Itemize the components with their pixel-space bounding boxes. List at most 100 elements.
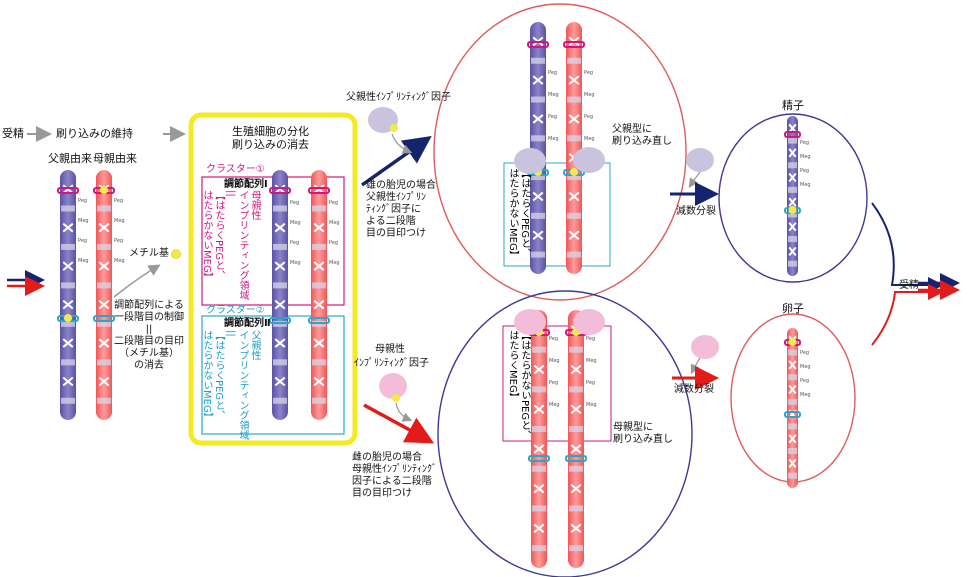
paternal-origin-label: 父親由来 xyxy=(48,152,92,165)
cluster1-text: インプリンティング領域 xyxy=(237,190,248,300)
chromosome-band xyxy=(532,346,546,353)
chromosome-band xyxy=(788,222,797,232)
chromosome-band xyxy=(788,123,797,133)
chromosome-band xyxy=(274,338,286,348)
chromosome-band xyxy=(531,212,545,219)
gene-label: Meg xyxy=(78,218,89,224)
paternal-factor-label: 父親性ｲﾝﾌﾟﾘﾝﾃｨﾝｸﾞ因子 xyxy=(346,92,451,103)
methyl-dot xyxy=(100,186,108,194)
chromosome-band xyxy=(788,246,797,257)
gene-label: Peg xyxy=(290,240,299,246)
methyl-dot xyxy=(171,249,181,259)
imprint-marker xyxy=(269,187,291,194)
chromosome-band xyxy=(313,338,325,348)
chromosome-band xyxy=(274,184,286,194)
chromosome-band xyxy=(61,359,75,366)
gene-label: Peg xyxy=(114,238,123,244)
gene-label: Peg xyxy=(329,240,338,246)
cluster2-vertical-text: 父親性 インプリンティング領域 || 【はたらくPEGと、 はたらかないMEG】 xyxy=(200,330,260,440)
methyl-label: メチル基 xyxy=(129,248,169,259)
chromosome-band xyxy=(788,423,797,430)
gene-label: Meg xyxy=(549,358,560,364)
paternal-reimprint-ellipse xyxy=(433,3,687,301)
maternal-factor-line2: ｲﾝﾌﾟﾘﾝﾃｨﾝｸﾞ因子 xyxy=(354,358,429,369)
paternal-note-line: ﾃｨﾝｸﾞ因子に xyxy=(366,204,421,215)
germ-paternal-chromosome xyxy=(272,170,288,420)
chromosome-band xyxy=(788,458,797,469)
chromosome-band xyxy=(274,299,286,310)
chromosome-band xyxy=(568,114,580,124)
gene-label: Meg xyxy=(800,392,811,398)
chromosome-band xyxy=(531,135,545,142)
left-note-line: の消去 xyxy=(134,360,164,371)
chromosome-band xyxy=(61,320,75,327)
paternal-box-line: はたらかないMEG】 xyxy=(507,168,518,261)
final-red-curve xyxy=(871,284,944,346)
imprint-marker xyxy=(784,411,801,418)
chromosome-band xyxy=(61,397,75,404)
maternal-factor-line1: 母親性 xyxy=(375,344,405,355)
chromosome-band xyxy=(788,384,797,395)
imprint-marker xyxy=(527,41,549,48)
methyl-dot xyxy=(788,206,797,214)
maternal-factor-blob xyxy=(379,373,407,399)
maternal-origin-chromosome xyxy=(96,170,112,420)
imprint-marker xyxy=(784,131,801,138)
chromosome-band xyxy=(788,398,797,405)
chromosome-band xyxy=(61,243,75,250)
chromosome-band xyxy=(274,261,286,271)
gene-label: Peg xyxy=(78,238,87,244)
maternal-note-line: 雌の胎児の場合 xyxy=(352,452,422,463)
reg2-label: 調節配列Ⅱ xyxy=(224,318,271,329)
chromosome-band xyxy=(532,426,546,433)
gene-label: Peg xyxy=(586,380,595,386)
maternal-reimprint-line: 母親型に xyxy=(613,422,653,433)
imprint-marker xyxy=(528,455,550,462)
methyl-dot xyxy=(64,314,72,322)
paternal-box-line: 【はたらくPEGと、 xyxy=(519,168,530,259)
chromosome-band xyxy=(567,251,581,258)
chromosome-band xyxy=(312,205,326,212)
chromosome-band xyxy=(533,404,545,414)
chromosome-band xyxy=(788,434,797,444)
maternal-note-line: 因子による二段階 xyxy=(352,476,432,487)
chromosome-band xyxy=(533,483,545,494)
chromosome-band xyxy=(570,404,582,414)
chromosome-band xyxy=(788,349,797,356)
chromosome-band xyxy=(312,243,326,250)
chromosome-band xyxy=(97,320,111,327)
chromosome-band xyxy=(312,359,326,366)
cluster2-text: || xyxy=(225,330,236,337)
maternal-factor-dot xyxy=(392,394,400,402)
maintain-label: 刷り込みの維持 xyxy=(56,127,133,140)
chromosome-band xyxy=(97,243,111,250)
chromosome-band xyxy=(273,397,287,404)
chromosome-band xyxy=(312,397,326,404)
imprint-marker xyxy=(565,455,587,462)
cluster2-text: はたらかないMEG】 xyxy=(201,330,212,423)
chromosome-band xyxy=(61,282,75,289)
chromosome-band xyxy=(273,243,287,250)
maternal-reimprint-chromosome-1 xyxy=(531,310,547,568)
gene-label: Peg xyxy=(548,70,557,76)
chromosome-band xyxy=(569,386,583,393)
paternal-note-line: 雄の胎児の場合 xyxy=(366,180,436,191)
maternal-note-line: 母親性ｲﾝﾌﾟﾘﾝﾃｨﾝｸﾞ xyxy=(352,464,437,475)
final-fertilization-label: 受精 xyxy=(899,280,919,291)
chromosome-band xyxy=(98,299,110,310)
gene-label: Meg xyxy=(584,92,595,98)
maternal-reimprint-ellipse xyxy=(437,290,693,577)
chromosome-band xyxy=(567,212,581,219)
chromosome-band xyxy=(568,230,580,240)
methyl-dot xyxy=(788,338,797,346)
paternal-factor-arrow xyxy=(391,133,413,154)
gene-label: Meg xyxy=(114,258,125,264)
chromosome-band xyxy=(569,465,583,472)
paternal-note: 雄の胎児の場合 父親性ｲﾝﾌﾟﾘﾝ ﾃｨﾝｸﾞ因子に よる二段階 目の目印つけ xyxy=(366,180,436,240)
sperm-factor-arrow xyxy=(688,171,701,188)
gene-label: Meg xyxy=(548,136,559,142)
maternal-note: 雌の胎児の場合 母親性ｲﾝﾌﾟﾘﾝﾃｨﾝｸﾞ 因子による二段階 目の目印つけ xyxy=(352,452,437,500)
germ-cell-box xyxy=(188,112,358,446)
bound-factor-1 xyxy=(514,148,546,174)
